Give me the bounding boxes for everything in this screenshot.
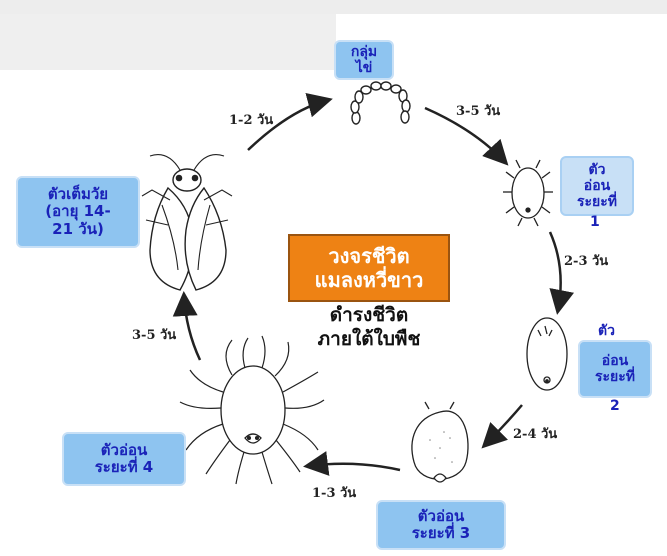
stage-nymph1-line1: ตัว (589, 162, 606, 178)
arrow-nymph1-to-nymph2 (550, 232, 561, 310)
duration-nymph2-to-nymph3: 2-4 วัน (513, 423, 557, 444)
duration-adult-to-egg: 1-2 วัน (229, 109, 273, 130)
stage-nymph4-line1: ตัวอ่อน (101, 442, 147, 459)
stage-box-nymph4: ตัวอ่อน ระยะที่ 4 (62, 432, 186, 486)
stage-nymph1-line2: อ่อน (584, 178, 610, 194)
nymph4-illustration (180, 336, 324, 484)
stage-nymph4-line2: ระยะที่ 4 (95, 459, 154, 476)
stage-egg-line2: ไข่ (356, 60, 373, 76)
stage-box-nymph3: ตัวอ่อน ระยะที่ 3 (376, 500, 506, 550)
duration-nymph1-to-nymph2: 2-3 วัน (564, 250, 608, 271)
center-subtitle-line1: ดำรงชีวิต (288, 304, 450, 328)
stage-egg-line1: กลุ่ม (351, 44, 377, 60)
stage-nymph3-line1: ตัวอ่อน (418, 508, 464, 525)
arrow-nymph4-to-adult (184, 296, 200, 360)
stage-nymph2-number: 2 (610, 398, 620, 414)
egg-cluster-illustration (351, 82, 410, 124)
stage-box-adult: ตัวเต็มวัย (อายุ 14- 21 วัน) (16, 176, 140, 248)
stage-nymph2-line3: ระยะที่ (595, 369, 635, 385)
center-title-line1: วงจรชีวิต (290, 244, 448, 268)
arrow-nymph3-to-nymph4 (308, 464, 400, 470)
center-title-box: วงจรชีวิต แมลงหวี่ขาว (288, 234, 450, 302)
stage-nymph1-line3: ระยะที่ (577, 194, 617, 210)
nymph3-illustration (412, 402, 468, 482)
stage-nymph2-line1: ตัว (598, 320, 615, 342)
stage-box-nymph1: ตัว อ่อน ระยะที่ (560, 156, 634, 216)
adult-whitefly-illustration (142, 155, 232, 290)
center-subtitle: ดำรงชีวิต ภายใต้ใบพืช (288, 304, 450, 352)
stage-nymph3-line2: ระยะที่ 3 (412, 525, 471, 542)
stage-nymph1-number: 1 (590, 214, 600, 230)
duration-nymph3-to-nymph4: 1-3 วัน (312, 482, 356, 503)
stage-box-egg: กลุ่ม ไข่ (334, 40, 394, 80)
stage-box-nymph2: อ่อน ระยะที่ (578, 340, 652, 398)
nymph1-illustration (503, 160, 553, 226)
duration-egg-to-nymph1: 3-5 วัน (456, 100, 500, 121)
center-subtitle-line2: ภายใต้ใบพืช (288, 328, 450, 352)
stage-adult-line3: 21 วัน) (52, 221, 104, 238)
stage-nymph2-line2: อ่อน (602, 353, 628, 369)
duration-nymph4-to-adult: 3-5 วัน (132, 324, 176, 345)
stage-adult-line1: ตัวเต็มวัย (48, 186, 108, 203)
center-title-line2: แมลงหวี่ขาว (290, 268, 448, 292)
stage-adult-line2: (อายุ 14- (45, 203, 110, 220)
nymph2-illustration (527, 318, 567, 390)
